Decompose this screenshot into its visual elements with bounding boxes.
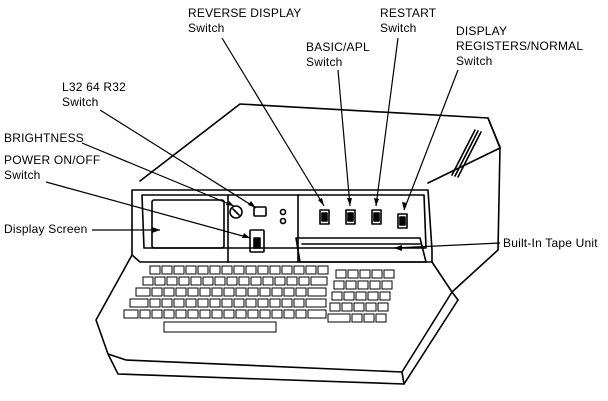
display-screen — [152, 200, 224, 248]
leader-restart — [376, 38, 398, 206]
basic-apl-title: BASIC/APL — [306, 40, 370, 54]
leader-reverse-display — [222, 38, 324, 206]
label-brightness: BRIGHTNESS — [4, 131, 84, 146]
restart-switch — [372, 210, 381, 224]
power-title: POWER ON/OFF — [4, 153, 101, 167]
label-basic-apl: BASIC/APL Switch — [306, 40, 370, 70]
leader-power — [46, 182, 250, 238]
reverse-display-switch — [320, 210, 329, 224]
key-row-5 — [124, 310, 326, 318]
label-display-screen: Display Screen — [4, 222, 88, 237]
label-reverse-display: REVERSE DISPLAY Switch — [188, 6, 301, 36]
leader-tape-unit — [394, 243, 500, 248]
label-l32-r32: L32 64 R32 Switch — [62, 80, 126, 110]
leader-lines — [46, 38, 500, 248]
display-registers-sub: Switch — [456, 54, 493, 68]
key-row-3 — [136, 288, 326, 296]
basic-apl-sub: Switch — [306, 55, 343, 69]
l32-r32-title: L32 64 R32 — [62, 80, 127, 94]
brightness-title: BRIGHTNESS — [4, 131, 85, 145]
leader-basic-apl — [338, 70, 350, 206]
leader-brightness — [82, 143, 234, 206]
l32-r32-switch — [254, 207, 266, 216]
label-restart: RESTART Switch — [380, 6, 436, 36]
display-registers-title-line2: REGISTERS/NORMAL — [456, 39, 584, 53]
front-bezel-inner — [142, 195, 426, 248]
reverse-display-title: REVERSE DISPLAY — [188, 6, 302, 20]
brightness-knob — [230, 206, 242, 218]
tape-unit-title: Built-In Tape Unit — [503, 236, 598, 250]
leader-display-registers — [404, 70, 458, 210]
housing-back-right — [452, 118, 500, 292]
key-row-4 — [130, 299, 326, 307]
key-row-1 — [150, 266, 328, 274]
vent-lines — [452, 130, 481, 177]
display-screen-title: Display Screen — [4, 222, 88, 236]
l32-r32-sub: Switch — [62, 95, 99, 109]
basic-apl-switch — [346, 210, 355, 224]
arrowheads — [152, 198, 407, 251]
space-bar — [164, 322, 276, 332]
display-registers-switch — [398, 214, 407, 228]
tape-unit — [296, 238, 426, 262]
restart-title: RESTART — [380, 6, 437, 20]
key-row-2 — [143, 277, 327, 285]
restart-sub: Switch — [380, 21, 417, 35]
display-registers-title-line1: DISPLAY — [456, 24, 508, 38]
label-power: POWER ON/OFF Switch — [4, 153, 100, 183]
label-display-registers: DISPLAY REGISTERS/NORMAL Switch — [456, 24, 583, 69]
reverse-display-sub: Switch — [188, 21, 225, 35]
power-switch — [250, 230, 264, 252]
power-sub: Switch — [4, 168, 41, 182]
leader-l32 — [100, 110, 256, 208]
keyboard-keys — [124, 266, 394, 332]
numeric-keypad — [328, 270, 394, 322]
label-tape-unit: Built-In Tape Unit — [503, 236, 598, 251]
